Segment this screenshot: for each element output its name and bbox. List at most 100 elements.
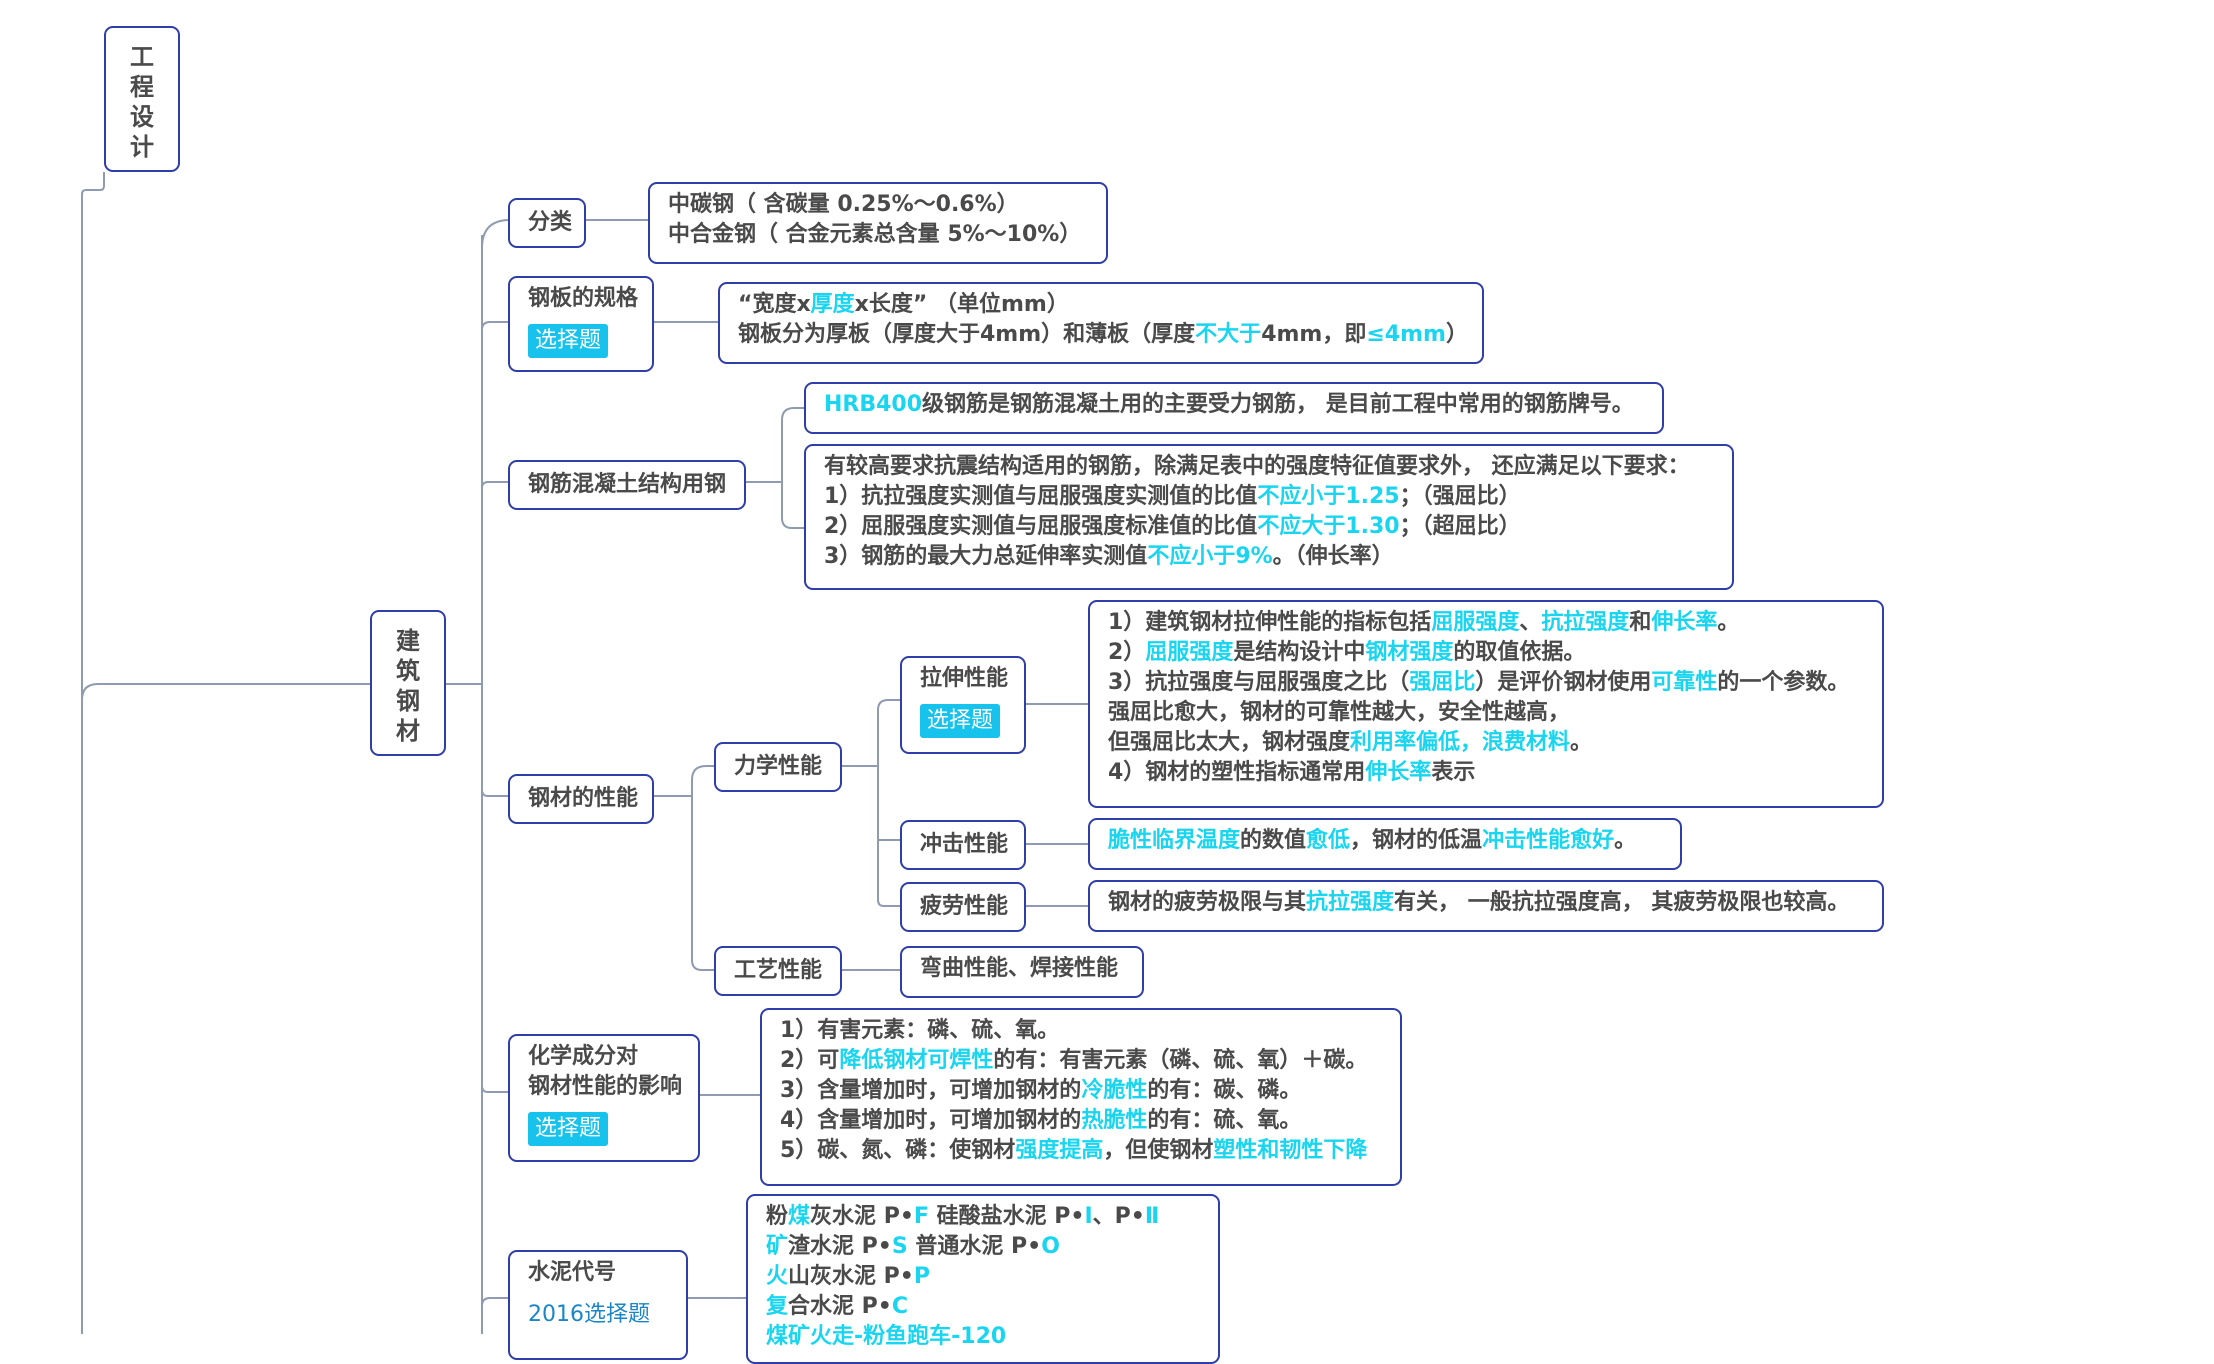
topic-process[interactable]: 工艺性能	[714, 946, 842, 996]
detail-text: 的有：碳、磷。	[1147, 1078, 1302, 1103]
topic-plate-spec[interactable]: 钢板的规格 选择题	[508, 276, 654, 372]
detail-text: 强屈比愈大，钢材的可靠性越大，安全性越高，	[1108, 700, 1571, 725]
root-char: 工	[130, 43, 154, 71]
detail-line: 1）建筑钢材拉伸性能的指标包括屈服强度、抗拉强度和伸长率。	[1108, 608, 1864, 638]
highlight-text: 可靠性	[1651, 670, 1718, 695]
topic-label: 钢板的规格	[528, 286, 639, 311]
connector-rebar-spine	[746, 407, 804, 529]
detail-line: 火山灰水泥 P•P	[766, 1262, 1200, 1292]
detail-line: 2）屈服强度是结构设计中钢材强度的取值依据。	[1108, 638, 1864, 668]
highlight-text: 矿	[766, 1234, 789, 1259]
topic-cement-code[interactable]: 水泥代号 2016选择题	[508, 1250, 688, 1360]
topic-classification[interactable]: 分类	[508, 198, 586, 248]
topic-mechanical[interactable]: 力学性能	[714, 742, 842, 792]
detail-text: 但强屈比太大，钢材强度	[1108, 730, 1351, 755]
detail-text: 的数值	[1240, 828, 1307, 853]
highlight-text: Ⅱ	[1144, 1204, 1160, 1229]
highlight-text: 煤	[788, 1204, 811, 1229]
detail-text: 钢板分为厚板（厚度大于4mm）和薄板（厚度	[738, 322, 1196, 347]
topic-chemical[interactable]: 化学成分对 钢材性能的影响 选择题	[508, 1034, 700, 1162]
detail-text: 弯曲性能、焊接性能	[920, 956, 1119, 981]
detail-text: 3）钢筋的最大力总延伸率实测值	[824, 544, 1148, 569]
detail-text: 2）屈服强度实测值与屈服强度标准值的比值	[824, 514, 1258, 539]
highlight-text: 抗拉强度	[1306, 890, 1395, 915]
detail-line: 中合金钢（ 合金元素总含量 5%～10%）	[668, 220, 1088, 250]
detail-text: 硅酸盐水泥 P•	[928, 1204, 1085, 1229]
detail-line: 4）含量增加时，可增加钢材的热脆性的有：硫、氧。	[780, 1106, 1382, 1136]
topic-rebar-steel[interactable]: 钢筋混凝土结构用钢	[508, 460, 746, 510]
root-char: 计	[130, 133, 154, 161]
detail-line: 中碳钢（ 含碳量 0.25%～0.6%）	[668, 190, 1088, 220]
topic-label: 钢材的性能	[528, 786, 639, 811]
root-node-engineering-design[interactable]: 工 程 设 计	[104, 26, 180, 172]
root-char: 设	[130, 103, 154, 131]
detail-text: 3）含量增加时，可增加钢材的	[780, 1078, 1082, 1103]
highlight-text: F	[913, 1204, 929, 1229]
detail-text: 表示	[1431, 760, 1476, 785]
topic-fatigue[interactable]: 疲劳性能	[900, 882, 1026, 932]
connector-branch-cement	[481, 1297, 508, 1307]
highlight-text: 伸长率	[1365, 760, 1432, 785]
detail-line: 2）屈服强度实测值与屈服强度标准值的比值不应大于1.30；（超屈比）	[824, 512, 1714, 542]
topic-label: 分类	[528, 210, 573, 235]
detail-text: 、P•	[1092, 1204, 1145, 1229]
detail-line: 粉煤灰水泥 P•F 硅酸盐水泥 P•Ⅰ、P•Ⅱ	[766, 1202, 1200, 1232]
highlight-text: 钢材强度	[1365, 640, 1454, 665]
detail-plate-spec[interactable]: “宽度x厚度x长度” （单位mm）钢板分为厚板（厚度大于4mm）和薄板（厚度不大…	[718, 282, 1484, 364]
detail-chemical[interactable]: 1）有害元素：磷、硫、氧。 2）可降低钢材可焊性的有：有害元素（磷、硫、氧）＋碳。…	[760, 1008, 1402, 1186]
detail-text: 的取值依据。	[1453, 640, 1586, 665]
detail-line: 3）抗拉强度与屈服强度之比（强屈比）是评价钢材使用可靠性的一个参数。	[1108, 668, 1864, 698]
highlight-text: 屈服强度	[1431, 610, 1520, 635]
branch-node-building-steel[interactable]: 建 筑 钢 材	[370, 610, 446, 756]
detail-text: 普通水泥 P•	[907, 1234, 1042, 1259]
detail-process[interactable]: 弯曲性能、焊接性能	[900, 946, 1144, 998]
highlight-text: 伸长率	[1651, 610, 1718, 635]
branch-char: 建	[396, 627, 420, 655]
tag-multiple-choice[interactable]: 选择题	[528, 1112, 609, 1146]
highlight-text: 冷脆性	[1081, 1078, 1148, 1103]
detail-text: 灰水泥 P•	[810, 1204, 914, 1229]
topic-label: 钢材性能的影响	[528, 1074, 683, 1099]
detail-classification[interactable]: 中碳钢（ 含碳量 0.25%～0.6%） 中合金钢（ 合金元素总含量 5%～10%…	[648, 182, 1108, 264]
detail-text: 。	[1717, 610, 1740, 635]
tag-multiple-choice[interactable]: 选择题	[528, 324, 609, 358]
topic-steel-performance[interactable]: 钢材的性能	[508, 774, 654, 824]
connector-branch-performance	[481, 789, 508, 797]
connector-root-spine	[81, 172, 105, 1334]
detail-text: 中碳钢（ 含碳量 0.25%～0.6%）	[668, 192, 1019, 217]
detail-rebar-grade[interactable]: HRB400级钢筋是钢筋混凝土用的主要受力钢筋， 是目前工程中常用的钢筋牌号。	[804, 382, 1664, 434]
tag-multiple-choice[interactable]: 选择题	[920, 704, 1001, 738]
detail-fatigue[interactable]: 钢材的疲劳极限与其抗拉强度有关， 一般抗拉强度高， 其疲劳极限也较高。	[1088, 880, 1884, 932]
detail-text: 渣水泥 P•	[788, 1234, 892, 1259]
root-char: 程	[130, 73, 154, 101]
highlight-text: 利用率偏低，浪费材料	[1350, 730, 1571, 755]
topic-label: 疲劳性能	[920, 894, 1009, 919]
detail-text: x长度” （单位mm）	[854, 292, 1069, 317]
detail-rebar-seismic[interactable]: 有较高要求抗震结构适用的钢筋，除满足表中的强度特征值要求外， 还应满足以下要求：…	[804, 444, 1734, 590]
detail-line: 但强屈比太大，钢材强度利用率偏低，浪费材料。	[1108, 728, 1864, 758]
detail-line: 2）可降低钢材可焊性的有：有害元素（磷、硫、氧）＋碳。	[780, 1046, 1382, 1076]
detail-text: 4mm，即	[1261, 322, 1367, 347]
topic-label: 拉伸性能	[920, 666, 1009, 691]
detail-impact[interactable]: 脆性临界温度的数值愈低，钢材的低温冲击性能愈好。	[1088, 818, 1682, 870]
detail-text: 有较高要求抗震结构适用的钢筋，除满足表中的强度特征值要求外， 还应满足以下要求：	[824, 454, 1690, 479]
detail-text: ）是评价钢材使用	[1475, 670, 1652, 695]
detail-text: “宽度x	[738, 292, 811, 317]
tag-2016-multiple-choice[interactable]: 2016选择题	[528, 1302, 650, 1327]
detail-text: 1）有害元素：磷、硫、氧。	[780, 1018, 1060, 1043]
highlight-text: 煤矿火走-粉鱼跑车-120	[766, 1324, 1007, 1349]
detail-line: 复合水泥 P•C	[766, 1292, 1200, 1322]
topic-label: 力学性能	[734, 754, 823, 779]
topic-label: 钢筋混凝土结构用钢	[528, 472, 727, 497]
detail-line: HRB400级钢筋是钢筋混凝土用的主要受力钢筋， 是目前工程中常用的钢筋牌号。	[824, 390, 1644, 420]
detail-tensile[interactable]: 1）建筑钢材拉伸性能的指标包括屈服强度、抗拉强度和伸长率。2）屈服强度是结构设计…	[1088, 600, 1884, 808]
highlight-text: 抗拉强度	[1541, 610, 1630, 635]
detail-line: 弯曲性能、焊接性能	[920, 954, 1124, 984]
detail-text: 的有：有害元素（磷、硫、氧）＋碳。	[993, 1048, 1368, 1073]
detail-text: 是结构设计中	[1233, 640, 1366, 665]
connector-mech-children	[842, 699, 900, 907]
topic-impact[interactable]: 冲击性能	[900, 820, 1026, 870]
highlight-text: 复	[766, 1294, 789, 1319]
topic-tensile[interactable]: 拉伸性能 选择题	[900, 656, 1026, 754]
